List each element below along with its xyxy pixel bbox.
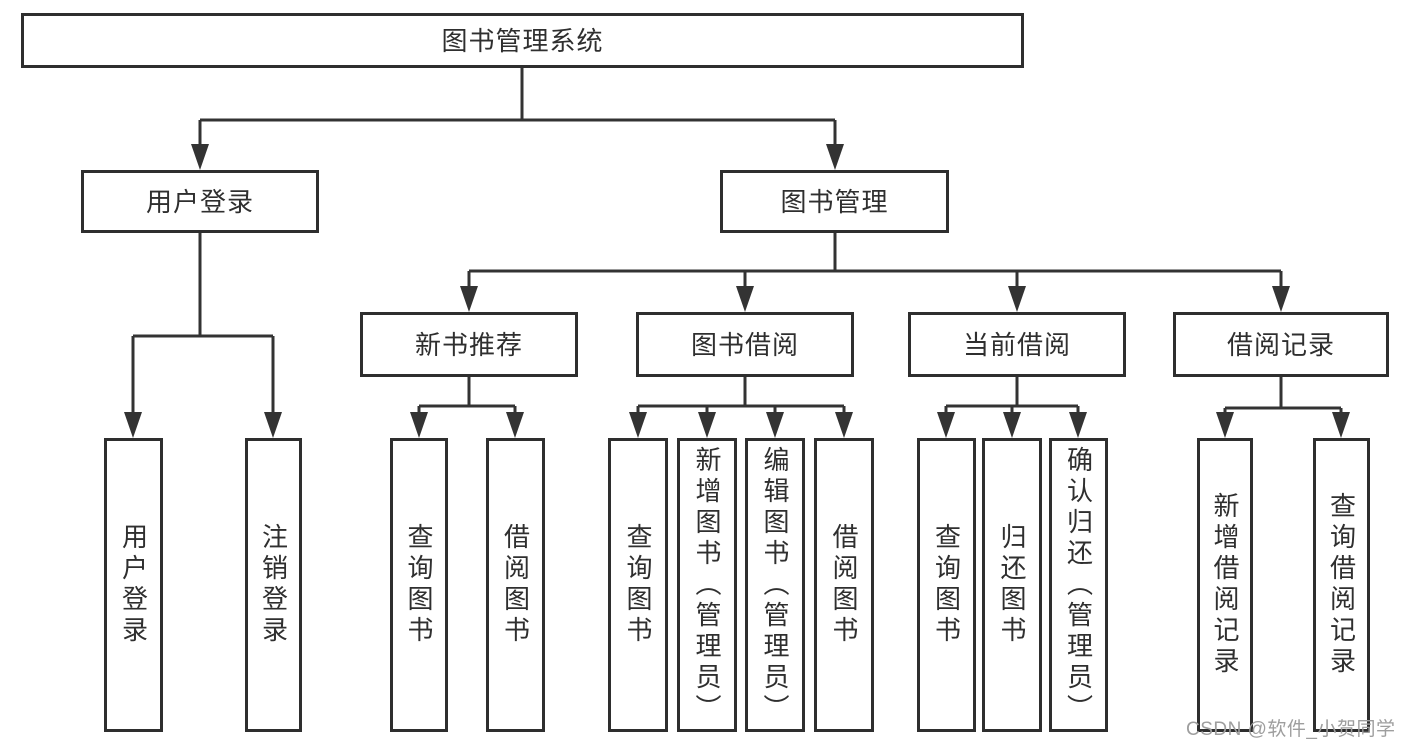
node-borrow-records: 借阅记录 xyxy=(1173,312,1389,377)
leaf-cb-confirm-return-admin: 确认归还（管理员） xyxy=(1049,438,1108,732)
arrow-icon xyxy=(460,286,478,312)
leaf-bb-query-book: 查询图书 xyxy=(608,438,668,732)
arrow-icon xyxy=(1003,412,1021,438)
leaf-logout: 注销登录 xyxy=(245,438,302,732)
node-user-login: 用户登录 xyxy=(81,170,319,233)
leaf-bb-borrow-book: 借阅图书 xyxy=(814,438,874,732)
leaf-bb-edit-book-admin: 编辑图书（管理员） xyxy=(745,438,805,732)
edge-user-login-children xyxy=(131,233,275,418)
arrow-icon xyxy=(1272,286,1290,312)
leaf-br-query-record: 查询借阅记录 xyxy=(1313,438,1370,732)
edge-current-borrow-children xyxy=(944,377,1080,418)
arrow-icon xyxy=(1069,412,1087,438)
arrow-icon xyxy=(835,412,853,438)
leaf-user-login: 用户登录 xyxy=(104,438,163,732)
leaf-cb-query-book: 查询图书 xyxy=(917,438,976,732)
arrow-icon xyxy=(937,412,955,438)
node-book-borrow: 图书借阅 xyxy=(636,312,854,377)
arrow-icon xyxy=(826,144,844,170)
node-book-management: 图书管理 xyxy=(720,170,949,233)
edge-book-management-children xyxy=(467,233,1283,292)
csdn-watermark: CSDN @软件_小贺同学 xyxy=(1186,719,1396,740)
edge-root-to-level2 xyxy=(198,68,837,150)
arrow-icon xyxy=(191,144,209,170)
arrowheads xyxy=(124,144,1350,438)
leaf-nbr-borrow-book: 借阅图书 xyxy=(486,438,545,732)
arrow-icon xyxy=(1332,412,1350,438)
arrow-icon xyxy=(1008,286,1026,312)
arrow-icon xyxy=(766,412,784,438)
edge-new-book-recommend-children xyxy=(417,377,517,418)
leaf-bb-add-book-admin: 新增图书（管理员） xyxy=(677,438,737,732)
arrow-icon xyxy=(410,412,428,438)
arrow-icon xyxy=(736,286,754,312)
node-library-system: 图书管理系统 xyxy=(21,13,1024,68)
arrow-icon xyxy=(124,412,142,438)
arrow-icon xyxy=(264,412,282,438)
arrow-icon xyxy=(698,412,716,438)
node-current-borrow: 当前借阅 xyxy=(908,312,1126,377)
edge-book-borrow-children xyxy=(636,377,846,418)
arrow-icon xyxy=(506,412,524,438)
arrow-icon xyxy=(629,412,647,438)
node-new-book-recommend: 新书推荐 xyxy=(360,312,578,377)
leaf-cb-return-book: 归还图书 xyxy=(982,438,1042,732)
arrow-icon xyxy=(1216,412,1234,438)
edge-borrow-records-children xyxy=(1223,377,1343,418)
leaf-br-add-record: 新增借阅记录 xyxy=(1197,438,1253,732)
leaf-nbr-query-book: 查询图书 xyxy=(390,438,448,732)
